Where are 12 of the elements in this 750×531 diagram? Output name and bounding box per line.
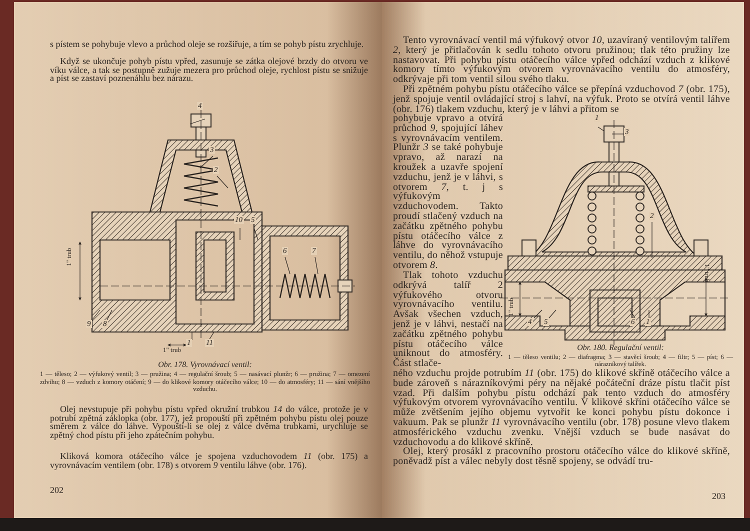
paragraph: s pístem se pohybuje vlevo a průchod oleje se rozšiřuje, a tím se pohyb pístu zrychluje. [50,40,365,49]
figure-caption: Obr. 178. Vyrovnávací ventil: [157,360,253,369]
paragraph: Olej nevstupuje při pohybu pístu vpřed okružní trubkou 14 do válce, protože je v potrubí zpětná záklopka (obr. 177), jež propouští při zpětném pohybu pístu olej pouze směrem z válce do láhve. Vypouští-li se olej z válce dvěma trubkami, urychluje se zpětný chod pístu při jeho zpátečním pohybu. [50,405,368,440]
paragraph: ného vzduchu projde potrubím 11 (obr. 175) do klikové skříně otáčecího válce a bude zároveň s nárazníkovými péry na nějaké počáteční dráze pístu tlačit píst vzad. Při dalším pohybu pístu odchází pak tento vzduch do atmosféry výfukovým otvorem vyrovnávacího ventilu. V klikové skříni otáčecího válce se může zvětšením jejího objemu vytvořit ke konci pohybu pístu dokonce i vakuum. Pak se plunžr 11 vyrovnávacího ventilu (obr. 178) posune vlevo tlakem atmosférického vzduchu zvenku. Vnější vzduch se bude nasávat do vzduchovodu a do klikové skříně. [393,369,730,448]
page-number: 202 [50,486,64,495]
page-number: 203 [712,492,726,501]
figure-caption: Obr. 180. Regulační ventil: [576,343,665,352]
paragraph: Kliková komora otáčecího válce je spojena vzduchovodem 11 (obr. 175) a vyrovnávacím ventilem (obr. 178) s otvorem 9 ventilu láhve (obr. 176). [50,452,368,470]
paragraph: Tento vyrovnávací ventil má výfukový otvor 10, uzavíraný ventilovým talířem 2, který je přitlačován k sedlu tohoto otvoru pružinou; tlak této pružiny lze nastavovat. Při pohybu pístu otáčecího válce vpřed odchází vzduch z klikové komory tímto výfukovým otvorem vyrovnávacího ventilu do atmosféry, odkrývaje při tom ventil silou svého tlaku. [393,36,730,85]
paragraph: Když se ukončuje pohyb pístu vpřed, zasunuje se zátka olejové brzdy do otvoru ve víku válce, a tak se postupně zužuje mezera pro průchod oleje, rychlost pístu se snižuje a píst se zastaví poznenáhlu bez nárazu. [50,57,368,83]
paragraph: pohybuje vpravo a otvírá průchod 9, spojující láhev s vyrovnávacím ventilem. Plunžr 3 se také pohybuje vpravo, až narazí na kroužek a uzavře spojení vzduchu, jenž je v láhvi, s otvorem 7, t. j s výfukovým vzduchovodem. Takto proudí stlačený vzduch na začátku zpětného pohybu pístu otáčecího válce z láhve do vyrovnávacího ventilu, do něhož vstupuje otvorem 8. [393,114,503,271]
paragraph: Olej, který prosákl z pracovního prostoru otáčecího válce do klikové skříně, poněvadž píst a válec nebyly dost těsně spojeny, se odvádí tru- [393,447,730,467]
